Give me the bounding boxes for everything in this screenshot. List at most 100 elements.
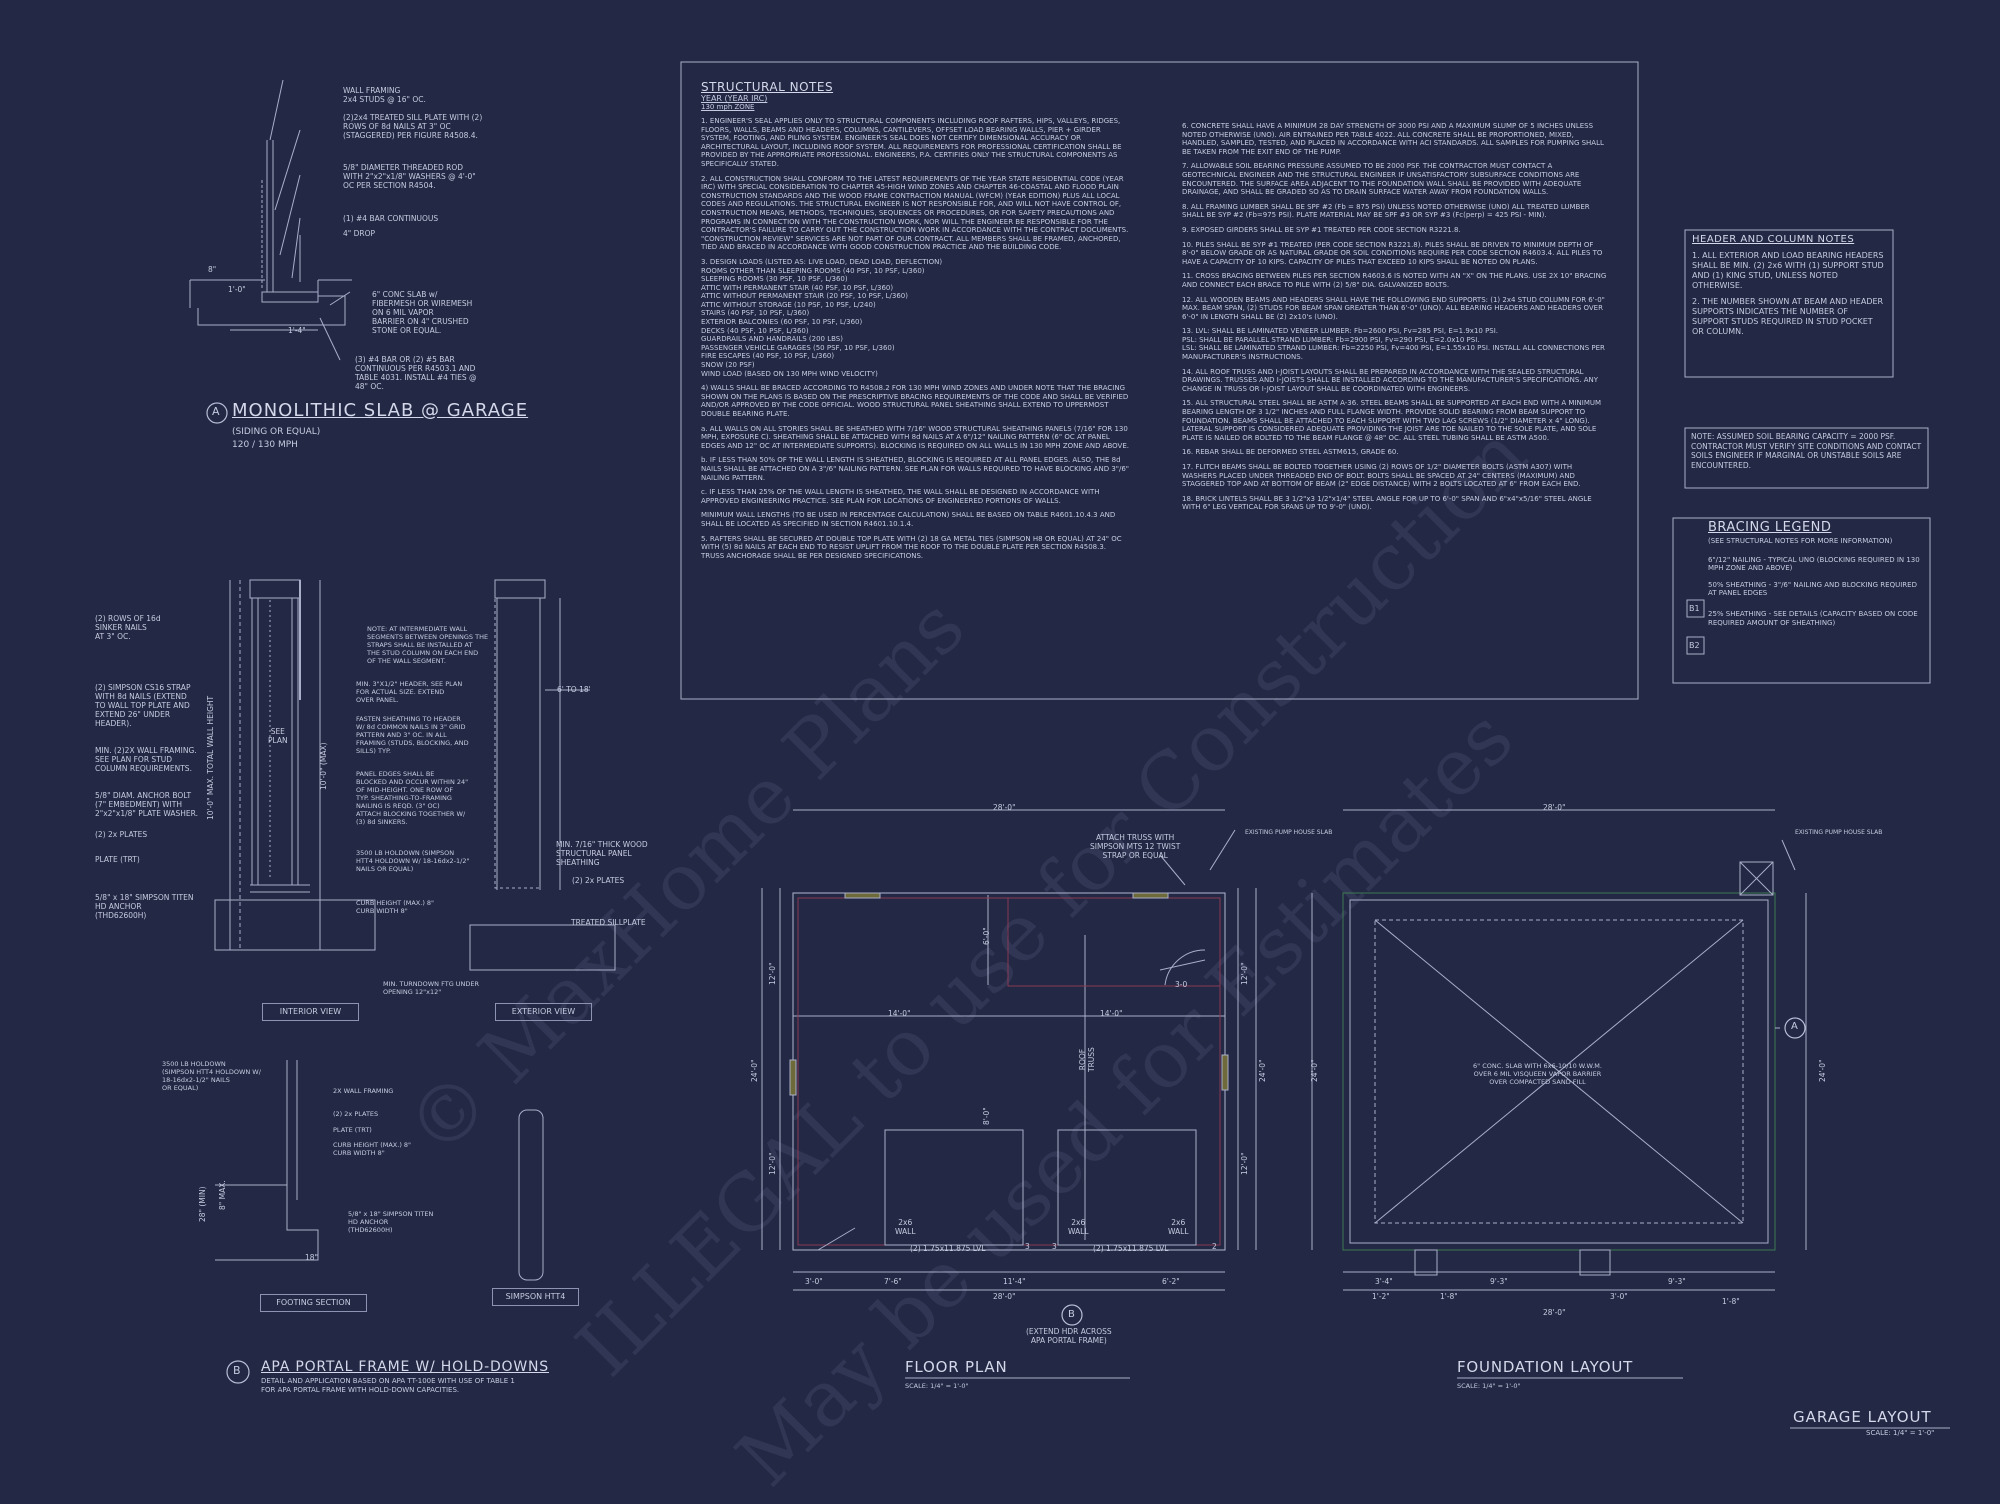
structural-note-16: 16. REBAR SHALL BE DEFORMED STEEL ASTM61… xyxy=(1182,448,1399,457)
detail-b-left-label-1: (2) SIMPSON CS16 STRAP WITH 8d NAILS (EX… xyxy=(95,683,191,728)
fp-dim-left-upper: 12'-0" xyxy=(768,962,777,985)
fp-roof-truss: ROOF TRUSS xyxy=(1078,1047,1096,1072)
detail-a-label-wall-framing: WALL FRAMING 2x4 STUDS @ 16" OC. xyxy=(343,86,426,104)
detail-a-title: MONOLITHIC SLAB @ GARAGE xyxy=(232,400,529,421)
detail-b-dim-wall-height: 10'-0" MAX. TOTAL WALL HEIGHT xyxy=(206,695,215,820)
structural-note-10: 10. PILES SHALL BE SYP #1 TREATED (PER C… xyxy=(1182,240,1603,266)
fp-dim-bottom-4: 6'-2" xyxy=(1162,1277,1180,1286)
fp-header-left: (2) 1.75x11.875 LVL xyxy=(910,1244,986,1253)
header-note-1: 1. ALL EXTERIOR AND LOAD BEARING HEADERS… xyxy=(1692,251,1884,290)
fp-wall-label-0: 2x6 WALL xyxy=(895,1218,916,1236)
floor-plan-title: FLOOR PLAN xyxy=(905,1358,1008,1376)
detail-a-label-drop: 4" DROP xyxy=(343,229,376,238)
simpson-htt4-label: SIMPSON HTT4 xyxy=(492,1288,579,1306)
fp-b-marker: B xyxy=(1068,1309,1075,1320)
structural-note-18: 18. BRICK LINTELS SHALL BE 3 1/2"x3 1/2"… xyxy=(1182,494,1592,512)
foundation-title: FOUNDATION LAYOUT xyxy=(1457,1358,1634,1376)
detail-a-label-threaded-rod: 5/8" DIAMETER THREADED ROD WITH 2"x2"x1/… xyxy=(343,163,476,190)
header-note-2: 2. THE NUMBER SHOWN AT BEAM AND HEADER S… xyxy=(1692,297,1884,336)
fd-existing-slab: EXISTING PUMP HOUSE SLAB xyxy=(1795,829,1883,836)
detail-b-dim-span: 6' TO 18' xyxy=(557,685,591,694)
fd-dim-bottom-total: 28'-0" xyxy=(1543,1308,1566,1317)
fp-dim-left-lower: 12'-0" xyxy=(768,1152,777,1175)
detail-b-left-label-4: (2) 2x PLATES xyxy=(95,830,148,839)
structural-note-2: 2. ALL CONSTRUCTION SHALL CONFORM TO THE… xyxy=(701,174,1129,252)
fd-dim-b3: 9'-3" xyxy=(1668,1277,1686,1286)
detail-a-subtitle-siding: (SIDING OR EQUAL) xyxy=(232,427,321,437)
structural-note-4a: a. ALL WALLS ON ALL STORIES SHALL BE SHE… xyxy=(701,424,1129,450)
footing-label-5: 5/8" x 18" SIMPSON TITEN HD ANCHOR (THD6… xyxy=(348,1210,434,1234)
detail-b-dim-max: 10'-0" (MAX) xyxy=(319,742,328,790)
detail-b-mid-label-1: MIN. 3"X1/2" HEADER, SEE PLAN FOR ACTUAL… xyxy=(356,680,463,704)
fp-dim-bottom-1: 3'-0" xyxy=(805,1277,823,1286)
structural-notes-col1: STRUCTURAL NOTES YEAR (YEAR IRC) 130 mph… xyxy=(701,80,1131,566)
exterior-view-label: EXTERIOR VIEW xyxy=(495,1003,592,1021)
structural-note-11: 11. CROSS BRACING BETWEEN PILES PER SECT… xyxy=(1182,272,1607,289)
fp-wall-label-1: 2x6 WALL xyxy=(1068,1218,1089,1236)
fd-dim-c1: 1'-2" xyxy=(1372,1292,1390,1301)
sheet-title: GARAGE LAYOUT xyxy=(1793,1408,1932,1426)
detail-b-dim-see-plan: SEE PLAN xyxy=(268,727,288,745)
detail-b-left-label-3: 5/8" DIAM. ANCHOR BOLT (7" EMBEDMENT) WI… xyxy=(95,791,198,818)
fp-dim-right-total: 24'-0" xyxy=(1258,1059,1267,1082)
bracing-tag-b1: B1 xyxy=(1689,604,1700,613)
bracing-legend-item-0: 6"/12" NAILING - TYPICAL UNO (BLOCKING R… xyxy=(1708,555,1920,573)
structural-note-12: 12. ALL WOODEN BEAMS AND HEADERS SHALL H… xyxy=(1182,295,1605,321)
floor-plan-scale: SCALE: 1/4" = 1'-0" xyxy=(905,1382,969,1390)
detail-a-dim-height: 1'-0" xyxy=(228,285,246,294)
interior-view-label: INTERIOR VIEW xyxy=(262,1003,359,1021)
detail-a-label-sill-plate: (2)2x4 TREATED SILL PLATE WITH (2) ROWS … xyxy=(343,113,483,140)
fd-a-marker: A xyxy=(1791,1021,1798,1032)
structural-notes-col2: 6. CONCRETE SHALL HAVE A MINIMUM 28 DAY … xyxy=(1182,122,1607,518)
foundation-scale: SCALE: 1/4" = 1'-0" xyxy=(1457,1382,1521,1390)
bracing-legend-item-2: 25% SHEATHING - SEE DETAILS (CAPACITY BA… xyxy=(1708,609,1918,627)
structural-note-5: 5. RAFTERS SHALL BE SECURED AT DOUBLE TO… xyxy=(701,534,1122,560)
fp-stud-3a: 3 xyxy=(1025,1242,1030,1251)
footing-label-2: (2) 2x PLATES xyxy=(333,1110,379,1118)
structural-note-1: 1. ENGINEER'S SEAL APPLIES ONLY TO STRUC… xyxy=(701,117,1122,168)
structural-note-min-length: MINIMUM WALL LENGTHS (TO BE USED IN PERC… xyxy=(701,511,1116,528)
fp-dim-bottom-2: 7'-6" xyxy=(884,1277,902,1286)
structural-note-17: 17. FLITCH BEAMS SHALL BE BOLTED TOGETHE… xyxy=(1182,463,1581,489)
structural-note-8: 8. ALL FRAMING LUMBER SHALL BE SPF #2 (F… xyxy=(1182,202,1590,220)
structural-note-4c: c. IF LESS THAN 25% OF THE WALL LENGTH I… xyxy=(701,488,1100,505)
structural-notes-title: STRUCTURAL NOTES xyxy=(701,80,834,94)
detail-b-desc-1: DETAIL AND APPLICATION BASED ON APA TT-1… xyxy=(261,1377,515,1385)
fp-attach-note: ATTACH TRUSS WITH SIMPSON MTS 12 TWIST S… xyxy=(1090,833,1181,860)
structural-note-3: 3. DESIGN LOADS (LISTED AS: LIVE LOAD, D… xyxy=(701,257,943,378)
detail-a-dim-8: 8" xyxy=(208,265,217,274)
footing-label-3: PLATE (TRT) xyxy=(333,1126,372,1134)
structural-note-4: 4) WALLS SHALL BE BRACED ACCORDING TO R4… xyxy=(701,384,1129,418)
fp-b-note: (EXTEND HDR ACROSS APA PORTAL FRAME) xyxy=(1026,1327,1112,1345)
fp-stud-3b: 3 xyxy=(1052,1242,1057,1251)
fp-dim-bottom-total: 28'-0" xyxy=(993,1292,1016,1301)
soil-note: NOTE: ASSUMED SOIL BEARING CAPACITY = 20… xyxy=(1691,432,1922,470)
structural-note-7: 7. ALLOWABLE SOIL BEARING PRESSURE ASSUM… xyxy=(1182,162,1582,197)
fp-dim-mid-right: 14'-0" xyxy=(1100,1009,1123,1018)
fp-dim-top: 28'-0" xyxy=(993,803,1016,812)
footing-label-0: 3500 LB HOLDOWN (SIMPSON HTT4 HOLDOWN W/… xyxy=(162,1060,261,1092)
structural-note-13: 13. LVL: SHALL BE LAMINATED VENEER LUMBE… xyxy=(1182,327,1605,362)
detail-b-title: APA PORTAL FRAME W/ HOLD-DOWNS xyxy=(261,1359,549,1375)
fd-dim-c4: 1'-8" xyxy=(1722,1297,1740,1306)
detail-b-mid-label-4: 3500 LB HOLDOWN (SIMPSON HTT4 HOLDOWN W/… xyxy=(356,849,470,873)
fd-dim-c3: 3'-0" xyxy=(1610,1292,1628,1301)
bracing-tag-b2: B2 xyxy=(1689,641,1700,650)
detail-a-subtitle-mph: 120 / 130 MPH xyxy=(232,440,298,450)
fp-dim-mid-left: 14'-0" xyxy=(888,1009,911,1018)
fd-dim-c2: 1'-8" xyxy=(1440,1292,1458,1301)
detail-b-mid-label-6: MIN. TURNDOWN FTG UNDER OPENING 12"x12" xyxy=(383,980,480,996)
footing-section-label: FOOTING SECTION xyxy=(260,1294,367,1312)
fd-dim-b2: 9'-3" xyxy=(1490,1277,1508,1286)
bracing-legend-sub: (SEE STRUCTURAL NOTES FOR MORE INFORMATI… xyxy=(1708,537,1893,545)
detail-a-dim-width: 1'-4" xyxy=(288,326,306,335)
fp-stud-2: 2 xyxy=(1212,1242,1217,1251)
footing-dim-max: 8" MAX. xyxy=(218,1180,227,1210)
fp-wall-label-2: 2x6 WALL xyxy=(1168,1218,1189,1236)
fp-dim-inner-vertical: 6'-0" xyxy=(982,927,991,945)
structural-notes-zone: 130 mph ZONE xyxy=(701,103,755,111)
detail-b-right-label-0: MIN. 7/16" THICK WOOD STRUCTURAL PANEL S… xyxy=(556,840,648,867)
bracing-legend-item-1: 50% SHEATHING - 3"/6" NAILING AND BLOCKI… xyxy=(1708,580,1917,598)
fp-dim-inner-lower: 8'-0" xyxy=(982,1107,991,1125)
